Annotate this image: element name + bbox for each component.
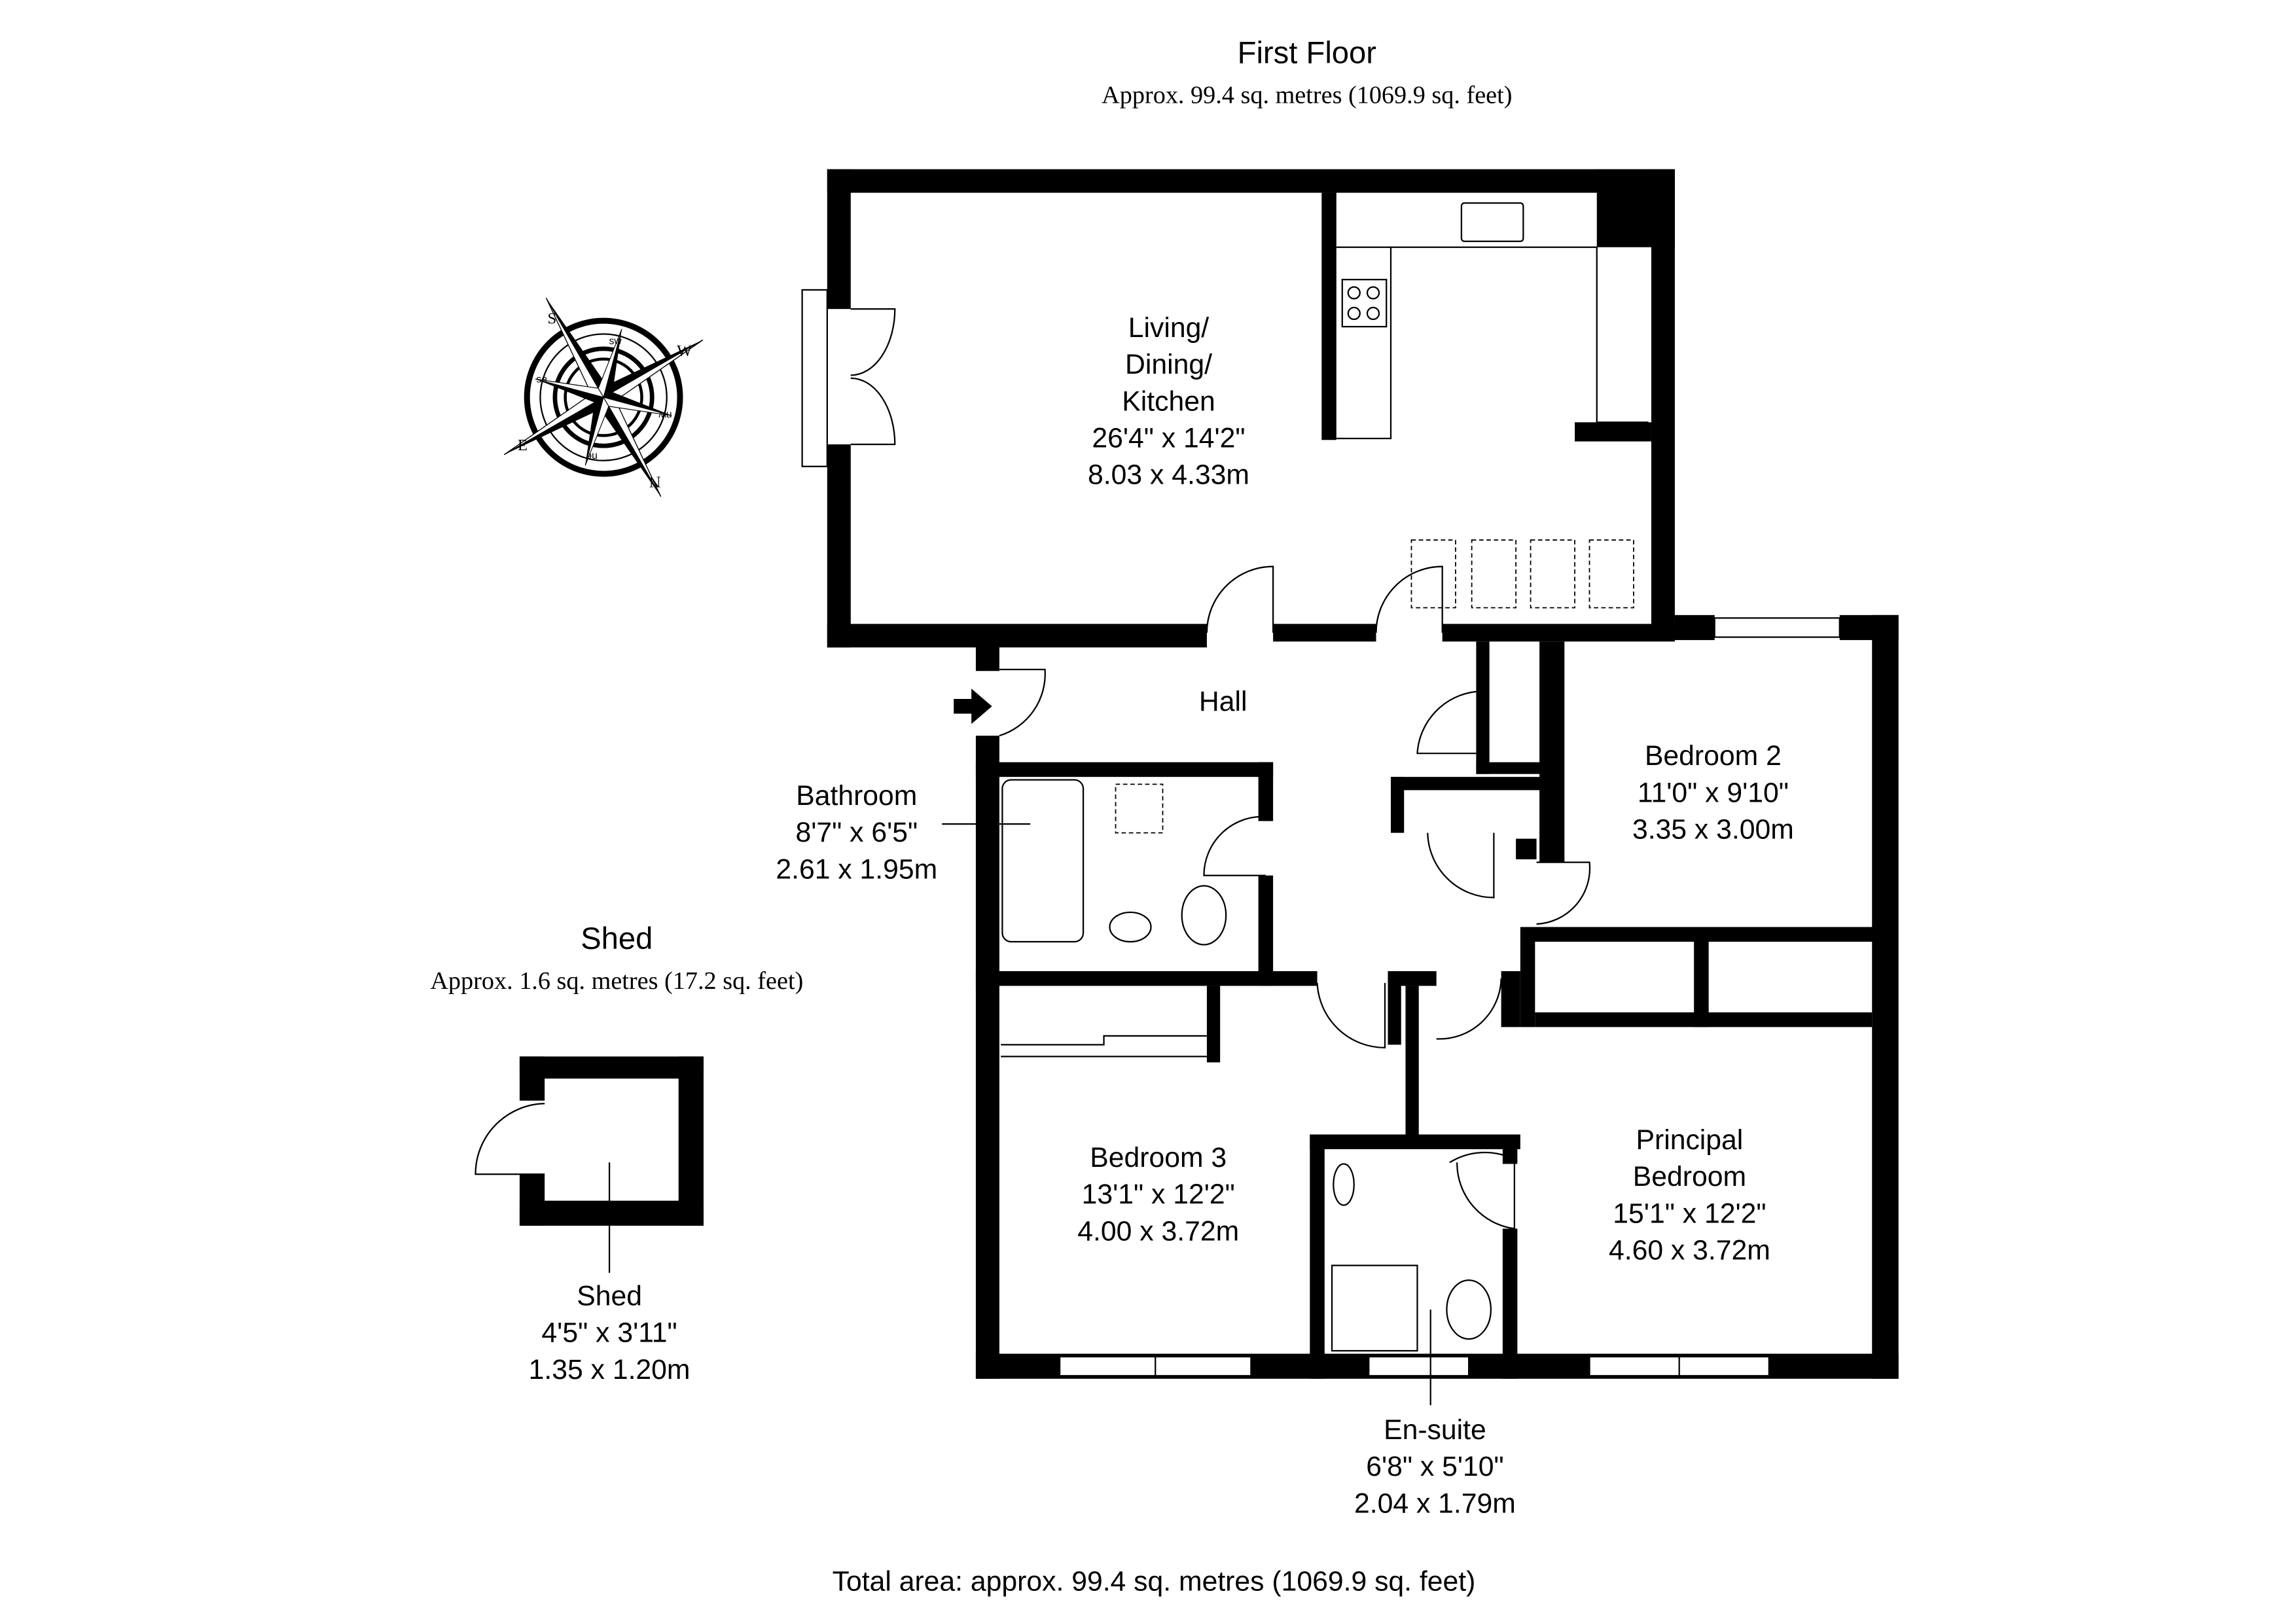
svg-text:sw: sw: [609, 336, 622, 347]
svg-text:11'0" x 9'10": 11'0" x 9'10": [1638, 777, 1789, 808]
svg-text:Bathroom: Bathroom: [796, 780, 917, 812]
svg-text:En-suite: En-suite: [1384, 1414, 1486, 1446]
floor-area: Approx. 99.4 sq. metres (1069.9 sq. feet…: [1102, 81, 1512, 109]
doors: [850, 308, 1591, 1230]
svg-text:Bedroom 3: Bedroom 3: [1090, 1142, 1227, 1173]
svg-text:Dining/: Dining/: [1125, 349, 1212, 380]
svg-text:15'1" x 12'2": 15'1" x 12'2": [1613, 1198, 1766, 1229]
room-hall: Hall: [1199, 686, 1247, 717]
room-ensuite: En-suite 6'8" x 5'10" 2.04 x 1.79m: [1354, 1414, 1516, 1519]
svg-text:13'1" x 12'2": 13'1" x 12'2": [1082, 1179, 1235, 1210]
svg-text:se: se: [536, 374, 547, 385]
svg-text:3.35 x 3.00m: 3.35 x 3.00m: [1632, 814, 1794, 846]
total-area: Total area: approx. 99.4 sq. metres (106…: [833, 1566, 1476, 1597]
windows: [801, 289, 1840, 1377]
svg-text:2.61 x 1.95m: 2.61 x 1.95m: [776, 853, 937, 885]
svg-text:Bedroom: Bedroom: [1633, 1161, 1746, 1192]
compass-rose-icon: S W N E sw se ne nw: [503, 297, 704, 497]
room-living: Living/ Dining/ Kitchen 26'4" x 14'2" 8.…: [1088, 312, 1249, 491]
svg-text:Shed: Shed: [577, 1280, 642, 1311]
floor-title: First Floor: [1238, 36, 1376, 71]
shed-area: Approx. 1.6 sq. metres (17.2 sq. feet): [430, 967, 803, 995]
svg-text:Living/: Living/: [1128, 312, 1210, 344]
svg-text:W: W: [677, 342, 692, 360]
svg-text:4'5" x 3'11": 4'5" x 3'11": [541, 1317, 677, 1349]
svg-text:Kitchen: Kitchen: [1122, 385, 1215, 417]
svg-text:4.60 x 3.72m: 4.60 x 3.72m: [1609, 1235, 1770, 1266]
svg-text:Principal: Principal: [1636, 1124, 1744, 1156]
room-bedroom2: Bedroom 2 11'0" x 9'10" 3.35 x 3.00m: [1632, 740, 1794, 845]
svg-text:1.35 x 1.20m: 1.35 x 1.20m: [529, 1354, 691, 1385]
room-bedroom3: Bedroom 3 13'1" x 12'2" 4.00 x 3.72m: [1077, 1142, 1239, 1247]
svg-text:4.00 x 3.72m: 4.00 x 3.72m: [1077, 1215, 1239, 1247]
room-principal-bedroom: Principal Bedroom 15'1" x 12'2" 4.60 x 3…: [1609, 1124, 1770, 1266]
svg-text:S: S: [548, 310, 557, 328]
svg-text:8'7" x 6'5": 8'7" x 6'5": [795, 817, 918, 848]
svg-text:ne: ne: [586, 451, 598, 462]
walls: [827, 169, 1899, 1379]
room-bathroom: Bathroom 8'7" x 6'5" 2.61 x 1.95m: [776, 780, 937, 885]
svg-text:8.03 x 4.33m: 8.03 x 4.33m: [1088, 459, 1249, 491]
svg-text:Bedroom 2: Bedroom 2: [1645, 740, 1782, 772]
svg-text:2.04 x 1.79m: 2.04 x 1.79m: [1354, 1488, 1516, 1519]
shed-title: Shed: [581, 921, 653, 956]
entrance-arrow-icon: [954, 688, 992, 724]
shed-walls: [519, 1056, 704, 1226]
svg-text:6'8" x 5'10": 6'8" x 5'10": [1366, 1451, 1503, 1482]
fixtures: [1001, 202, 1862, 1352]
svg-text:nw: nw: [658, 410, 672, 421]
room-shed: Shed 4'5" x 3'11" 1.35 x 1.20m: [529, 1280, 691, 1385]
svg-text:E: E: [518, 437, 528, 454]
svg-text:26'4" x 14'2": 26'4" x 14'2": [1092, 423, 1245, 454]
svg-text:N: N: [649, 473, 661, 490]
